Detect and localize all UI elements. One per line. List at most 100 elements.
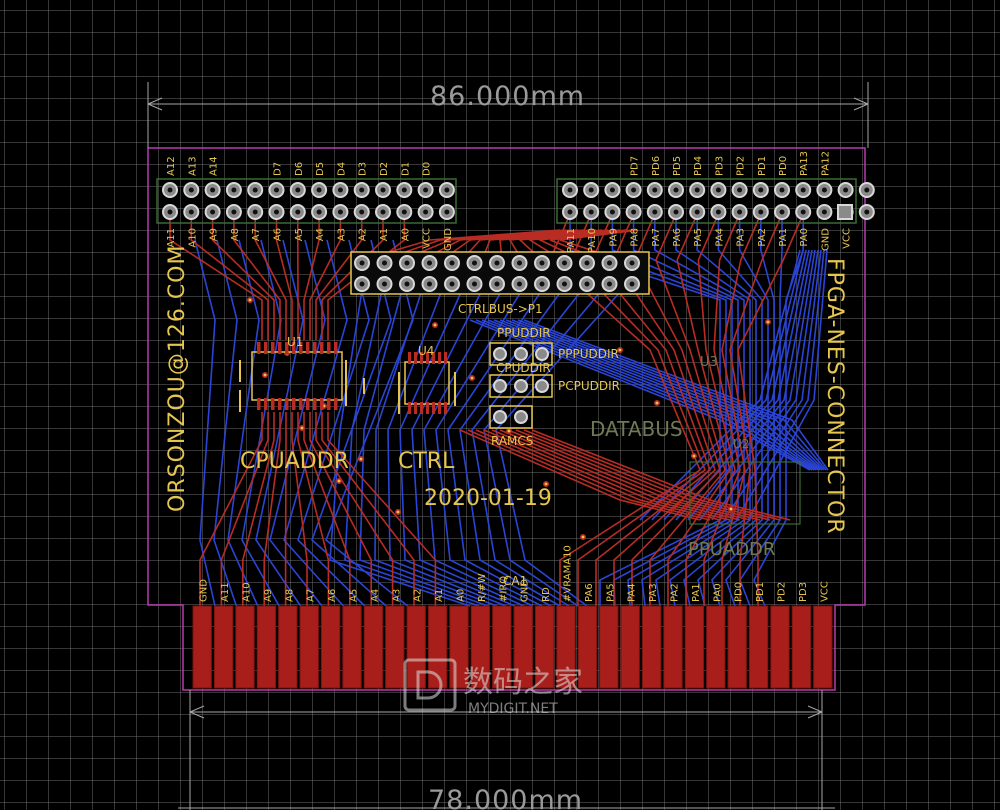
edge-finger — [791, 605, 812, 689]
pin-label: A10 — [187, 228, 198, 248]
chip-u4 — [363, 352, 456, 414]
pin-label: A2 — [413, 589, 424, 602]
pin-label: PA4 — [714, 228, 725, 247]
dimension-bottom-label: 78.000mm — [428, 785, 583, 810]
edge-finger — [727, 605, 747, 689]
edge-finger — [534, 605, 555, 689]
author-email: ORSONZOU@126.COM — [165, 245, 190, 512]
pin-label: PA13 — [799, 151, 810, 176]
bottom-silk-databus: DATABUS — [590, 417, 683, 441]
pin-label: PA0 — [799, 228, 810, 247]
pin-label: D7 — [273, 162, 284, 176]
pin-label: PA2 — [757, 228, 768, 247]
pin-label: GND — [443, 228, 454, 251]
pin-label: RD — [541, 587, 552, 602]
edge-finger — [320, 605, 341, 689]
pin-label: PD3 — [714, 156, 725, 176]
board-name: FPGA-NES-CONNECTOR — [822, 258, 847, 535]
pin-label: A0 — [400, 228, 411, 241]
pin-label: D4 — [336, 162, 347, 176]
pin-label: PA9 — [608, 228, 619, 247]
pin-label: PD4 — [693, 156, 704, 176]
chip-u1-label: U1 — [287, 335, 303, 349]
pin-label: GND — [520, 579, 531, 602]
dimension-bottom — [178, 690, 835, 810]
pin-label: A12 — [166, 156, 177, 176]
ctrlbus-header-pins — [354, 255, 640, 292]
pin-label: PD5 — [672, 156, 683, 176]
board-outline — [147, 147, 866, 691]
pin-label: PA5 — [693, 228, 704, 247]
pin-label: PA3 — [736, 228, 747, 247]
pin-label: PD0 — [734, 582, 745, 602]
pin-label: A4 — [315, 228, 326, 241]
pin-label: D1 — [400, 162, 411, 176]
watermark-cn: 数码之家 — [463, 665, 583, 700]
edge-finger — [299, 605, 319, 689]
board-date: 2020-01-19 — [424, 486, 552, 511]
pin-label: A7 — [251, 228, 262, 241]
pin-label: A1 — [434, 589, 445, 602]
pin-label: D6 — [294, 162, 305, 176]
pin-label: A9 — [209, 228, 220, 241]
pin-label: VCC — [819, 581, 830, 602]
right-header-pins — [562, 182, 875, 220]
chip-u1-name: CPUADDR — [240, 449, 349, 474]
ctrlbus-label: CTRLBUS->P1 — [458, 302, 543, 316]
pin-label: A6 — [273, 228, 284, 241]
edge-finger — [342, 605, 362, 689]
jumper-cpuddir-side-label: PCPUDDIR — [558, 379, 620, 393]
pin-label: PA1 — [778, 228, 789, 247]
pin-label: A1 — [379, 228, 390, 241]
edge-finger — [556, 605, 576, 689]
dimension-top-label: 86.000mm — [430, 81, 585, 112]
pin-label: D3 — [358, 162, 369, 176]
pin-label: A9 — [263, 589, 274, 602]
edge-finger — [470, 605, 491, 689]
edge-finger — [363, 605, 384, 689]
edge-finger — [663, 605, 683, 689]
bottom-silk-u3: U3 — [700, 355, 718, 370]
pin-label: #VRAMA10 — [563, 545, 574, 602]
right-header-frame — [556, 178, 857, 224]
pin-label: A2 — [358, 228, 369, 241]
pin-label: PD1 — [755, 582, 766, 602]
pin-label: PD6 — [651, 156, 662, 176]
edge-finger — [577, 605, 598, 689]
watermark-en: MYDIGIT.NET — [468, 701, 558, 717]
pin-label: PA6 — [584, 583, 595, 602]
pin-label: PD2 — [777, 582, 788, 602]
pin-label: A8 — [230, 228, 241, 241]
edge-finger — [235, 605, 255, 689]
edge-connector-name: CA1 — [503, 574, 527, 588]
edge-finger — [427, 605, 448, 689]
jumper-ramcs — [489, 405, 533, 429]
edge-finger — [278, 605, 298, 689]
edge-finger — [641, 605, 662, 689]
edge-connector-fingers — [192, 605, 833, 689]
pin-label: A13 — [187, 156, 198, 176]
pin-label: PD7 — [630, 156, 641, 176]
pin-label: PA5 — [605, 583, 616, 602]
jumper-ppuddir-side-label: PPPUDDIR — [558, 347, 619, 361]
pin-label: PD2 — [736, 156, 747, 176]
edge-finger — [513, 605, 533, 689]
watermark — [403, 658, 457, 712]
pin-label: A10 — [242, 582, 253, 602]
chip-u1 — [239, 342, 347, 412]
pin-label: GND — [820, 228, 831, 251]
pin-label: A14 — [209, 156, 220, 176]
jumper-ramcs-label: RAMCS — [491, 434, 533, 448]
bottom-silk-u2: U2 — [733, 437, 749, 451]
pin-label: PD3 — [798, 582, 809, 602]
pin-label: PA7 — [651, 228, 662, 247]
chip-u4-name: CTRL — [398, 449, 455, 474]
bottom-chip-outline — [689, 461, 801, 525]
pin-label: PA6 — [672, 228, 683, 247]
edge-finger — [385, 605, 405, 689]
pin-label: A0 — [456, 589, 467, 602]
